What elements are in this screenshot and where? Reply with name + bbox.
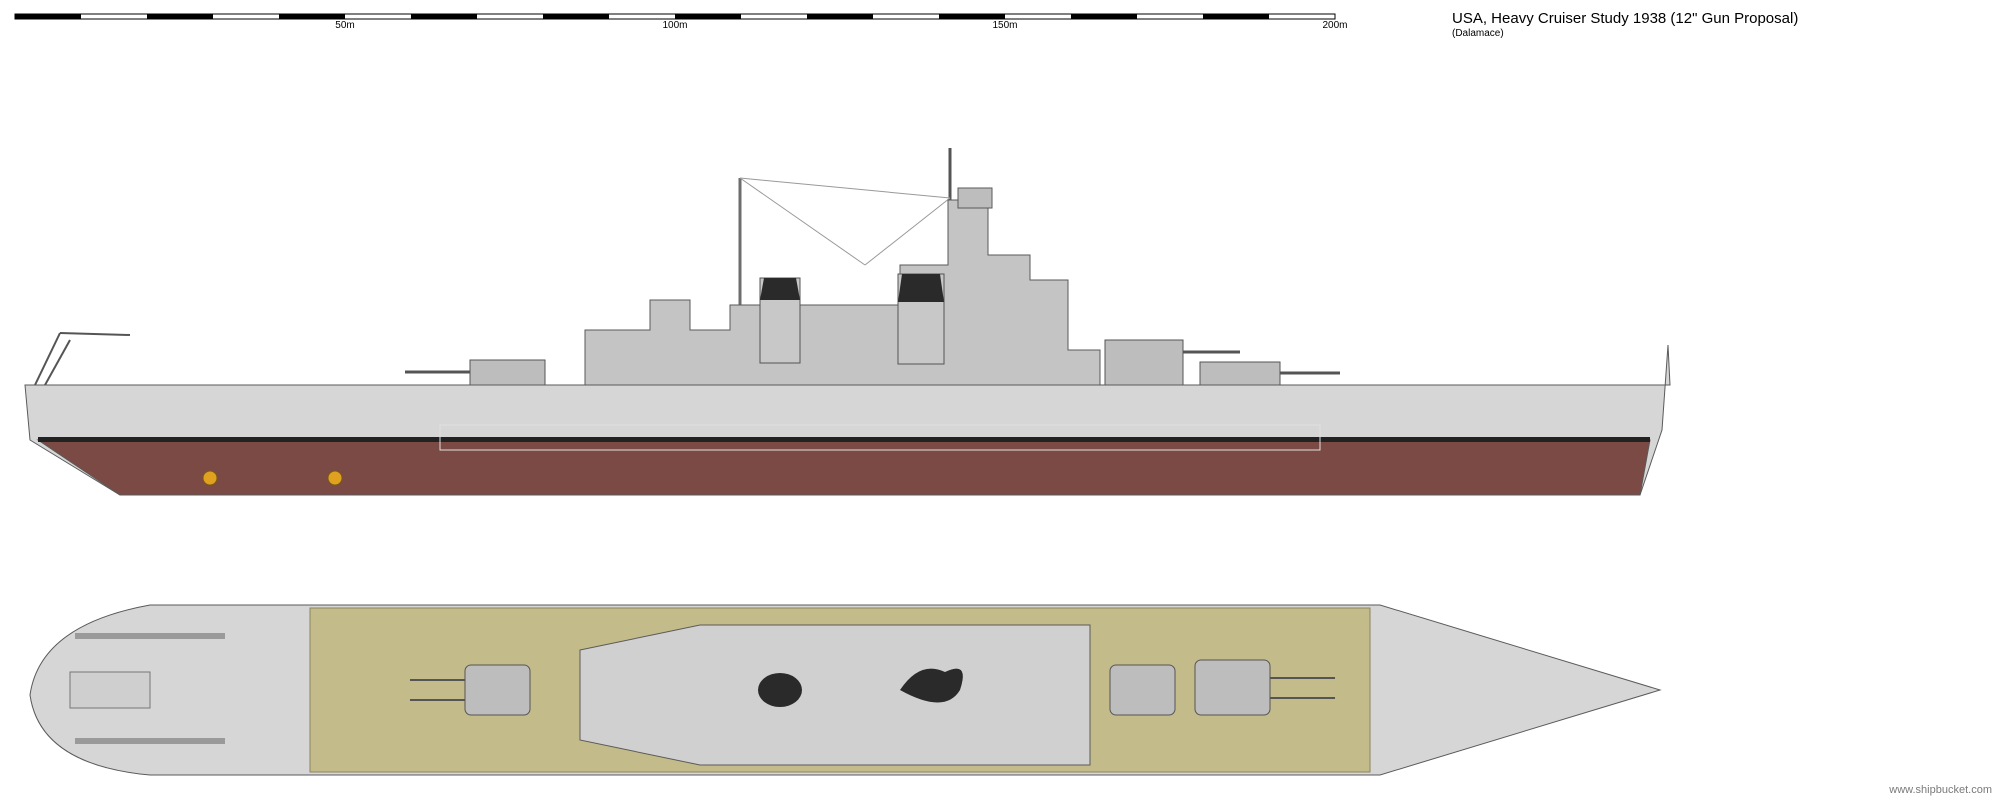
drawing-credit: (Dalamace) <box>1452 28 1504 39</box>
armor-belt-outline <box>439 424 1321 451</box>
propeller-1 <box>202 470 218 486</box>
propeller-2 <box>327 470 343 486</box>
watermark-text: www.shipbucket.com <box>1889 784 1992 796</box>
plan-view <box>29 604 1662 776</box>
turret-a-side <box>1199 361 1281 386</box>
scale-label-150m: 150m <box>992 20 1018 31</box>
scale-label-200m: 200m <box>1322 20 1348 31</box>
aircraft-hangar-hatch <box>69 671 151 709</box>
hull-below-waterline <box>36 439 1651 496</box>
scale-bar <box>14 13 1336 20</box>
aircraft-crane <box>34 332 131 386</box>
aft-funnel-cap <box>760 278 800 300</box>
scale-label-50m: 50m <box>335 20 355 31</box>
turret-b-plan <box>1109 664 1176 716</box>
turret-b-side <box>1104 339 1184 386</box>
superstructure <box>584 199 1101 386</box>
catapult-starboard <box>75 738 225 744</box>
turret-aft-plan <box>464 664 531 716</box>
drawing-title: USA, Heavy Cruiser Study 1938 (12" Gun P… <box>1452 10 1799 27</box>
fore-funnel-cap <box>898 274 944 302</box>
catapult-port <box>75 633 225 639</box>
side-profile <box>24 148 1671 496</box>
turret-a-plan <box>1194 659 1271 716</box>
scale-label-100m: 100m <box>662 20 688 31</box>
fire-control-director <box>957 187 993 209</box>
fore-funnel-plan <box>900 668 963 703</box>
turret-aft-side <box>469 359 546 386</box>
boot-topping <box>38 437 1650 442</box>
aft-funnel-plan <box>758 673 802 707</box>
superstructure-plan <box>579 624 1091 766</box>
